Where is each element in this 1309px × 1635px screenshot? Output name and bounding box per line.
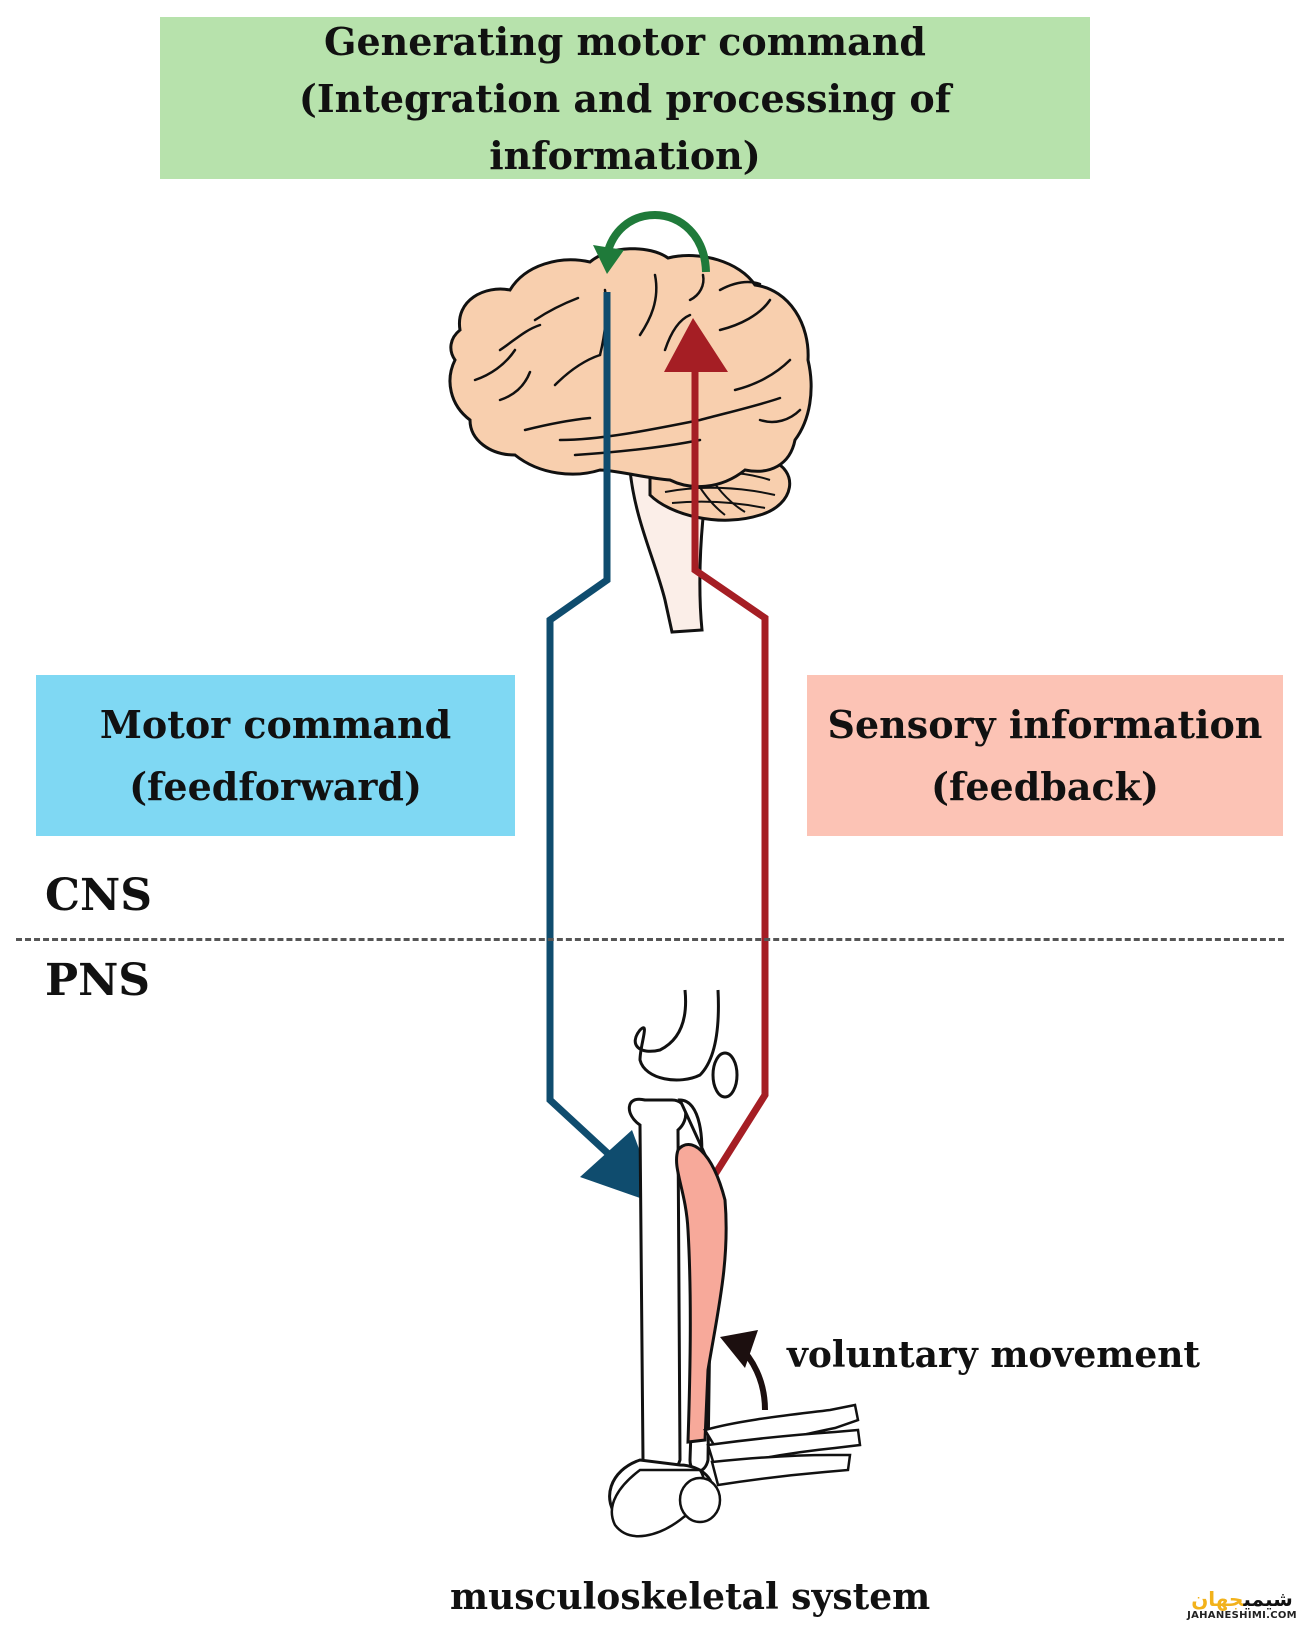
integration-box: Generating motor command (Integration an… <box>160 17 1090 179</box>
watermark-logo: شیمیجهان JAHANESHIMI.COM <box>1182 1588 1302 1621</box>
watermark-persian: شیمیجهان <box>1182 1588 1302 1610</box>
watermark-latin: JAHANESHIMI.COM <box>1187 1610 1297 1621</box>
sensory-arrowhead <box>664 318 728 372</box>
motor-pathway <box>546 292 631 1175</box>
sensory-information-box: Sensory information (feedback) <box>807 675 1283 836</box>
pns-label: PNS <box>45 955 151 1006</box>
watermark-persian-part2: شیمی <box>1243 1587 1293 1611</box>
watermark-persian-part1: جهان <box>1191 1587 1244 1611</box>
sensory-information-title: Sensory information <box>827 701 1263 747</box>
integration-subtitle: (Integration and processing of informati… <box>298 75 952 178</box>
integration-arc-arrow <box>603 210 710 273</box>
movement-arrowhead <box>720 1330 758 1368</box>
sensory-information-subtitle: (feedback) <box>931 763 1159 809</box>
integration-arrowhead <box>593 245 624 274</box>
motor-command-title: Motor command <box>99 701 452 747</box>
cns-label: CNS <box>45 870 153 921</box>
musculoskeletal-system-label: musculoskeletal system <box>450 1576 931 1618</box>
brain-sulci <box>473 273 802 457</box>
foot-skeleton <box>610 1403 862 1538</box>
motor-command-box: Motor command (feedforward) <box>36 675 515 836</box>
cns-pns-divider <box>16 938 1284 941</box>
motor-command-subtitle: (feedforward) <box>129 763 422 809</box>
sensory-pathway <box>691 365 769 1197</box>
integration-title: Generating motor command <box>324 18 926 64</box>
voluntary-movement-label: voluntary movement <box>787 1334 1201 1376</box>
calf-muscle <box>675 1143 728 1444</box>
